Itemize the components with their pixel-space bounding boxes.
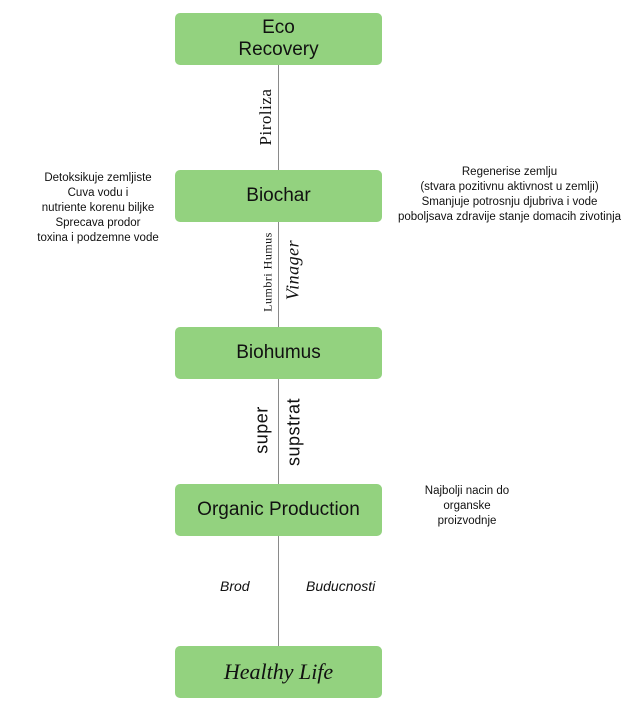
connector-organic-healthy	[278, 536, 279, 646]
edge-label-brod: Brod	[220, 578, 250, 594]
note-biochar-left: Detoksikuje zemljiste Cuva vodu i nutrie…	[37, 172, 159, 244]
node-biochar: Biochar	[175, 170, 382, 222]
connector-eco-biochar	[278, 65, 279, 170]
edge-label-super: super	[251, 406, 272, 454]
note-biochar-right: Regenerise zemlju (stvara pozitivnu akti…	[397, 166, 622, 223]
edge-label-piroliza: Piroliza	[256, 88, 275, 146]
node-healthy-life: Healthy Life	[175, 646, 382, 698]
node-eco-recovery: Eco Recovery	[175, 13, 382, 65]
node-biohumus: Biohumus	[175, 327, 382, 379]
edge-label-vinager: Vinager	[282, 239, 303, 301]
node-organic-production: Organic Production	[175, 484, 382, 536]
connector-biochar-biohumus	[278, 222, 279, 327]
connector-biohumus-organic	[278, 379, 279, 484]
edge-label-buducnosti: Buducnosti	[306, 578, 376, 594]
edge-label-supstrat: supstrat	[283, 397, 304, 467]
edge-label-lumbri-humus: Lumbri Humus	[260, 232, 275, 312]
note-organic-right: Najbolji nacin do organske proizvodnje	[424, 485, 510, 527]
